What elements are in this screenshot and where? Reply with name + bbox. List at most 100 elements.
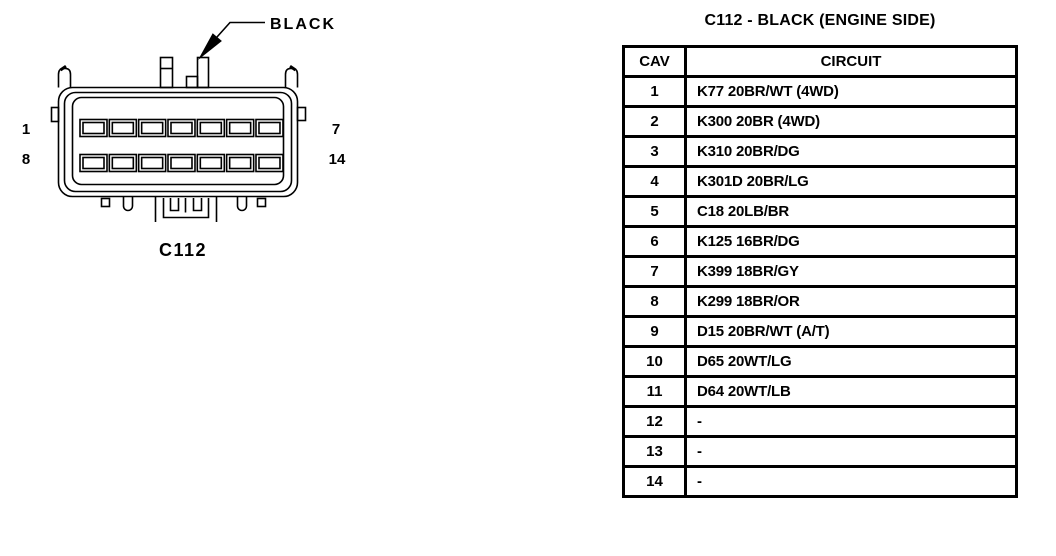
pin-number-1: 1 — [22, 121, 30, 138]
table-row: 13 - — [622, 435, 1018, 468]
table-row: 11 D64 20WT/LB — [622, 375, 1018, 408]
table-row: 14 - — [622, 465, 1018, 498]
connector-caption: C112 — [159, 240, 207, 260]
pin-cavity-inner — [228, 121, 252, 135]
pin-cavity — [255, 118, 284, 138]
pin-cavity — [108, 153, 138, 173]
pin-number-14: 14 — [329, 151, 346, 168]
cav-cell: 1 — [622, 75, 687, 108]
circuit-table: CAV CIRCUIT 1 K77 20BR/WT (4WD) 2 K300 2… — [622, 45, 1018, 498]
circuit-cell: K301D 20BR/LG — [684, 165, 1018, 198]
pin-cavity — [225, 153, 255, 173]
connector-line-art — [50, 21, 307, 222]
col-header-cav: CAV — [622, 45, 687, 78]
circuit-cell: K300 20BR (4WD) — [684, 105, 1018, 138]
left-ear-mark — [59, 64, 67, 72]
pin-cavity — [196, 118, 226, 138]
bottom-key-maze — [154, 197, 218, 222]
pin-cavity — [167, 118, 196, 138]
pin-cavity-inner — [258, 156, 281, 170]
left-side-tab — [50, 106, 60, 123]
table-row: 6 K125 16BR/DG — [622, 225, 1018, 258]
pin-cavity — [108, 118, 138, 138]
pin-cavity — [137, 118, 167, 138]
pin-cavity-inner — [170, 121, 193, 135]
pin-cavity-inner — [140, 121, 164, 135]
circuit-cell: D64 20WT/LB — [684, 375, 1018, 408]
pin-cavity — [255, 153, 284, 173]
table-row: 8 K299 18BR/OR — [622, 285, 1018, 318]
circuit-cell: K299 18BR/OR — [684, 285, 1018, 318]
cav-cell: 8 — [622, 285, 687, 318]
pin-cavity-inner — [111, 156, 135, 170]
table-row: 4 K301D 20BR/LG — [622, 165, 1018, 198]
circuit-cell: - — [684, 465, 1018, 498]
cav-cell: 3 — [622, 135, 687, 168]
pin-cavity — [167, 153, 196, 173]
pin-cavity — [196, 153, 226, 173]
pin-cavity — [79, 118, 108, 138]
bottom-clip-left — [122, 197, 134, 212]
table-row: 9 D15 20BR/WT (A/T) — [622, 315, 1018, 348]
bottom-tab-right — [256, 197, 267, 208]
cav-cell: 10 — [622, 345, 687, 378]
pin-cavity-inner — [140, 156, 164, 170]
cav-cell: 2 — [622, 105, 687, 138]
right-ear — [284, 67, 299, 88]
circuit-cell: C18 20LB/BR — [684, 195, 1018, 228]
circuit-cell: D65 20WT/LG — [684, 345, 1018, 378]
table-row: 1 K77 20BR/WT (4WD) — [622, 75, 1018, 108]
cav-cell: 9 — [622, 315, 687, 348]
cav-cell: 4 — [622, 165, 687, 198]
connector-diagram: BLACK 1 8 7 14 C112 — [22, 16, 346, 260]
pin-number-7: 7 — [332, 121, 340, 138]
pin-cavity — [79, 153, 108, 173]
pin-number-8: 8 — [22, 151, 30, 168]
table-row: 2 K300 20BR (4WD) — [622, 105, 1018, 138]
cav-cell: 6 — [622, 225, 687, 258]
bottom-clip-right — [236, 197, 248, 212]
pin-cavity-inner — [82, 156, 105, 170]
pin-cavity — [137, 153, 167, 173]
circuit-table-body: 1 K77 20BR/WT (4WD) 2 K300 20BR (4WD) 3 … — [622, 75, 1018, 498]
connector-key-tab-small — [185, 75, 199, 89]
left-ear — [57, 67, 72, 88]
col-header-circuit: CIRCUIT — [684, 45, 1018, 78]
pin-cavity-inner — [228, 156, 252, 170]
table-row: 12 - — [622, 405, 1018, 438]
cav-cell: 5 — [622, 195, 687, 228]
connector-body-mid — [63, 91, 293, 193]
pin-field — [79, 118, 284, 173]
pin-cavity-inner — [199, 156, 223, 170]
circuit-cell: K310 20BR/DG — [684, 135, 1018, 168]
table-row: 7 K399 18BR/GY — [622, 255, 1018, 288]
pin-cavity-inner — [170, 156, 193, 170]
cav-cell: 7 — [622, 255, 687, 288]
color-callout-line — [216, 21, 265, 38]
circuit-cell: - — [684, 405, 1018, 438]
connector-key-tab — [196, 56, 210, 89]
pin-cavity — [225, 118, 255, 138]
circuit-cell: K77 20BR/WT (4WD) — [684, 75, 1018, 108]
right-side-tab — [296, 106, 307, 122]
table-header-row: CAV CIRCUIT — [622, 45, 1018, 78]
pin-cavity-inner — [82, 121, 105, 135]
table-row: 3 K310 20BR/DG — [622, 135, 1018, 168]
table-row: 10 D65 20WT/LG — [622, 345, 1018, 378]
bottom-tab-left — [100, 197, 111, 208]
connector-body-inner — [71, 96, 285, 186]
circuit-cell: - — [684, 435, 1018, 468]
color-callout-label: BLACK — [270, 16, 336, 33]
pin-cavity-inner — [258, 121, 281, 135]
cav-cell: 14 — [622, 465, 687, 498]
color-callout-arrowhead — [198, 33, 222, 60]
connector-body-outer — [57, 86, 299, 198]
circuit-cell: D15 20BR/WT (A/T) — [684, 315, 1018, 348]
cav-cell: 11 — [622, 375, 687, 408]
right-ear-mark — [289, 64, 297, 72]
circuit-cell: K399 18BR/GY — [684, 255, 1018, 288]
pin-cavity-inner — [199, 121, 223, 135]
pin-cavity-inner — [111, 121, 135, 135]
cav-cell: 13 — [622, 435, 687, 468]
